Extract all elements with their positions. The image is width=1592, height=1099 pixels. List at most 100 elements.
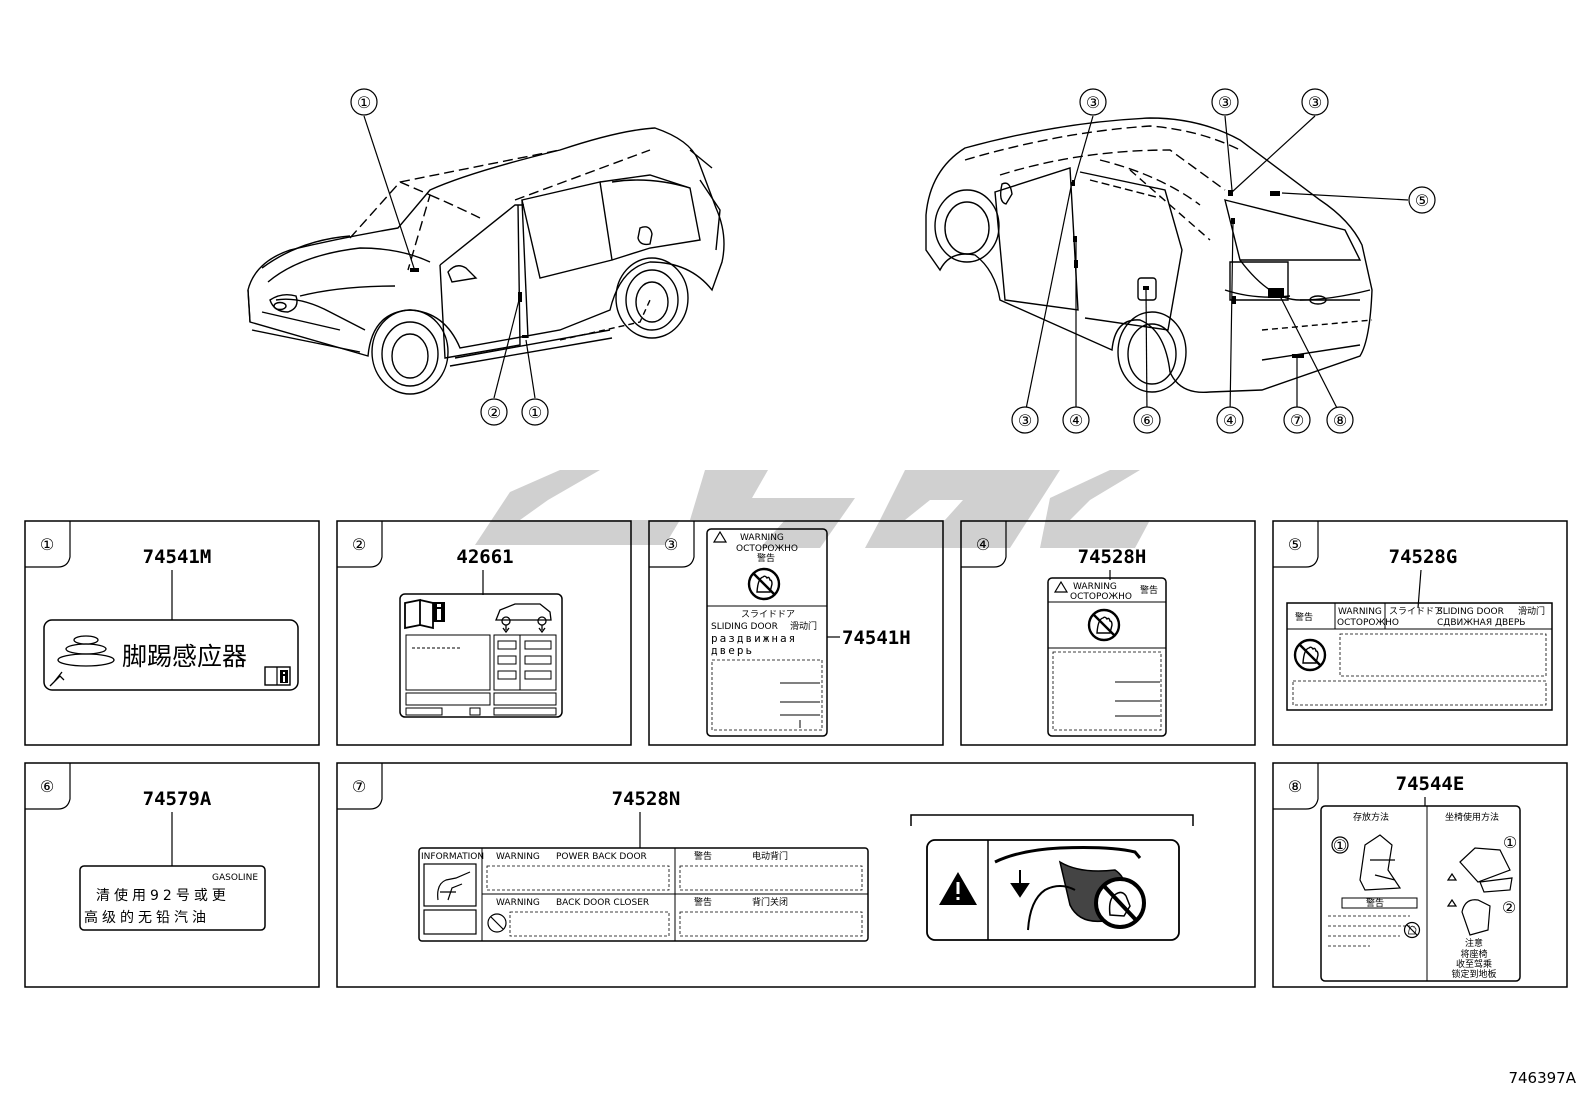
- panel-7: ⑦ 74528N INFORMATION WARNING POWER BACK …: [336, 762, 1256, 988]
- panel-8-note-1: 将座椅: [1460, 948, 1487, 960]
- book-info-icon: [404, 598, 445, 630]
- panel-6: ⑥ 74579A GASOLINE 清使用92号或更 高级的无铅汽油: [24, 762, 320, 988]
- panel-3-warning: WARNING: [740, 533, 784, 543]
- callout-7: ⑦: [1290, 411, 1304, 430]
- panel-8-left-text: [1328, 915, 1410, 947]
- panel-3-title-cn: 滑动门: [790, 620, 817, 632]
- callout-8: ⑧: [1333, 411, 1347, 430]
- no-hand-icon: [1293, 638, 1327, 672]
- watermark: [475, 470, 1150, 548]
- panel-5-number: ⑤: [1288, 535, 1302, 554]
- panel-6-line-2: 高级的无铅汽油: [84, 909, 210, 926]
- panel-5-title-en: SLIDING DOOR: [1437, 607, 1504, 617]
- panel-4-warning-ru: ОСТОРОЖНО: [1070, 592, 1132, 602]
- callout-3-bottom: ③: [1018, 411, 1032, 430]
- panel-4-number: ④: [976, 535, 990, 554]
- panel-5-title-jp: スライドドア: [1389, 606, 1443, 617]
- panel-7-title-2: BACK DOOR CLOSER: [556, 898, 649, 908]
- no-hand-icon: [747, 567, 781, 601]
- panel-2: ② 42661: [336, 520, 632, 746]
- panel-8-circle-1-left: ①: [1333, 836, 1347, 855]
- callout-6: ⑥: [1140, 411, 1154, 430]
- van-tire-icon: [495, 603, 552, 634]
- panel-8-warn: 警告: [1366, 897, 1384, 909]
- panel-1: ① 74541M 脚踢感应器: [24, 520, 320, 746]
- panel-6-part-number: 74579A: [143, 788, 212, 810]
- panel-4-warning: WARNING: [1073, 582, 1117, 592]
- callout-1-top: ①: [357, 93, 371, 112]
- panel-5-warning-jp: 警告: [1295, 611, 1313, 623]
- no-hand-small-icon: [1403, 921, 1421, 939]
- right-van-callouts: ③ ③ ③ ⑤ ③ ④ ⑥ ④ ⑦ ⑧: [1011, 88, 1436, 434]
- panel-5-title-cn: 滑动门: [1518, 605, 1545, 617]
- van-rear-view: [925, 117, 1373, 394]
- panel-3-title-ru-2: дверь: [711, 644, 754, 657]
- panel-7-title-1: POWER BACK DOOR: [556, 852, 647, 862]
- panel-3-warning-jp: 警告: [757, 552, 775, 564]
- panel-5-warning: WARNING: [1338, 607, 1382, 617]
- panel-8-storage: 存放方法: [1353, 811, 1389, 823]
- callout-4-bottom-a: ④: [1069, 411, 1083, 430]
- panel-7-information: INFORMATION: [421, 852, 484, 862]
- panel-7-text-blocks: [486, 865, 863, 937]
- callout-3-top-a: ③: [1086, 93, 1100, 112]
- right-van-leaders: [1024, 115, 1409, 415]
- panel-4-part-number: 74528H: [1078, 546, 1147, 568]
- warning-triangle-icon: [939, 872, 977, 905]
- panel-8-use: 坐椅使用方法: [1445, 811, 1499, 823]
- panel-5-title-ru: СДВИЖНАЯ ДВЕРЬ: [1437, 618, 1525, 628]
- panel-5-warning-ru: ОСТОРОЖНО: [1337, 618, 1399, 628]
- panel-4: ④ 74528H WARNING ОСТОРОЖНО 警告: [960, 520, 1256, 746]
- seat-storage-icon: [1331, 834, 1402, 891]
- panel-2-number: ②: [352, 535, 366, 554]
- panel-7-jp-2: 警告: [694, 896, 712, 908]
- left-van-callouts: ① ② ①: [350, 88, 549, 426]
- back-door-closing-icon: [994, 846, 1146, 931]
- panel-1-number: ①: [40, 535, 54, 554]
- callout-3-top-c: ③: [1308, 93, 1322, 112]
- panel-7-jp-1: 警告: [694, 850, 712, 862]
- panel-6-fuel: GASOLINE: [212, 873, 258, 883]
- panel-7-cn-2: 背门关闭: [752, 896, 788, 908]
- left-van-leaders: [363, 115, 536, 399]
- callout-2: ②: [487, 403, 501, 422]
- panel-5-part-number: 74528G: [1389, 546, 1458, 568]
- panel-8-caution: 注意: [1465, 937, 1483, 949]
- panel-1-part-number: 74541M: [143, 546, 212, 568]
- kick-sensor-icon: [49, 635, 115, 687]
- panel-3-title-en: SLIDING DOOR: [711, 622, 778, 632]
- panel-8-note-2: 收至驾乘: [1456, 958, 1492, 970]
- callout-3-top-b: ③: [1218, 93, 1232, 112]
- panel-8: ⑧ 74544E 存放方法 坐椅使用方法 ① 警告 ① ②: [1272, 762, 1568, 988]
- panel-1-label-text: 脚踢感应器: [122, 642, 247, 671]
- callout-1-bottom: ①: [528, 403, 542, 422]
- panel-7-number: ⑦: [352, 777, 366, 796]
- callout-5: ⑤: [1415, 191, 1429, 210]
- panel-8-circle-1-right: ①: [1503, 833, 1517, 852]
- figure-id: 746397A: [1508, 1069, 1576, 1087]
- panel-8-note-3: 锁定到地板: [1451, 968, 1496, 980]
- callout-4-bottom-b: ④: [1223, 411, 1237, 430]
- van-front-view: [247, 127, 725, 395]
- panel-6-number: ⑥: [40, 777, 54, 796]
- panel-8-part-number: 74544E: [1396, 773, 1465, 795]
- panel-7-cn-1: 电动背门: [752, 850, 788, 862]
- back-door-hand-icon: [423, 863, 507, 935]
- panel-7-part-number: 74528N: [612, 788, 681, 810]
- no-hand-icon: [1087, 608, 1121, 642]
- panel-2-part-number: 42661: [456, 546, 513, 568]
- panel-3-part-number: 74541H: [842, 627, 911, 649]
- panel-4-warning-jp: 警告: [1140, 584, 1158, 596]
- panel-3-number: ③: [664, 535, 678, 554]
- manual-icon: [264, 666, 291, 686]
- seat-use-icon: [1446, 847, 1513, 936]
- panel-8-circle-2: ②: [1502, 898, 1516, 917]
- panel-7-warning-1: WARNING: [496, 852, 540, 862]
- panel-3-warning-ru: ОСТОРОЖНО: [736, 544, 798, 554]
- panel-3-title-ru-1: раздвижная: [711, 632, 797, 645]
- panel-3-title-jp: スライドドア: [741, 609, 795, 620]
- panel-7-warning-2: WARNING: [496, 898, 540, 908]
- panel-3: ③ WARNING ОСТОРОЖНО 警告 スライドドア SLIDING DO…: [648, 520, 944, 746]
- panel-6-line-1: 清使用92号或更: [96, 887, 230, 904]
